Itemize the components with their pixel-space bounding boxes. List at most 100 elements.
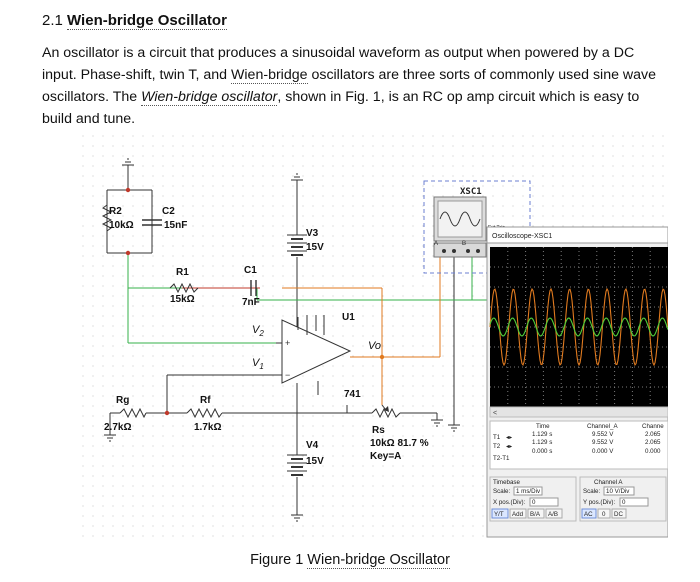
readout-row-t2: T2 ◂▸ 1.129 s 9.552 V 2.065: [493, 439, 661, 450]
para-text-2: oscillators are three sorts of commonly …: [42, 67, 657, 105]
section-heading: 2.1 Wien-bridge Oscillator: [42, 12, 227, 30]
ypos-field[interactable]: [619, 497, 649, 507]
svg-text:9.552 V: 9.552 V: [592, 431, 614, 438]
svg-text:AC: AC: [584, 511, 593, 518]
ground-symbol-rg: [104, 434, 116, 442]
channel-scale-field[interactable]: [603, 486, 635, 496]
v3-name: V3: [306, 228, 319, 239]
ground-symbol-top: [122, 158, 134, 166]
resistor-rf: [186, 407, 223, 419]
svg-text:B/A: B/A: [530, 511, 541, 518]
scroll-left-icon[interactable]: <: [493, 410, 497, 417]
timebase-scale-field[interactable]: [513, 486, 543, 496]
capacitor-c1: [250, 280, 257, 296]
svg-text:T2: T2: [493, 443, 501, 450]
c1-name: C1: [244, 265, 257, 276]
c1-value: 7nF: [242, 297, 260, 308]
rf-name: Rf: [200, 395, 211, 406]
u1-name: U1: [342, 312, 355, 323]
xpos-label: X pos.(Div):: [493, 499, 526, 506]
channel-a-title: Channel A: [594, 479, 623, 486]
potentiometer-rs: [371, 404, 401, 419]
resistor-r2: [101, 204, 113, 232]
capacitor-c2: [142, 219, 162, 226]
c2-value: 15nF: [164, 220, 187, 231]
v2-label: V2: [252, 324, 264, 338]
svg-text:2.065: 2.065: [645, 431, 661, 438]
scope-scrollbar[interactable]: [489, 406, 668, 418]
svg-text:DC: DC: [614, 511, 623, 518]
scope-window-title: Oscilloscope-XSC1: [492, 233, 552, 240]
timebase-mode-buttons: Y/T Add B/A A/B: [491, 508, 563, 519]
svg-text:Add: Add: [512, 511, 524, 518]
timebase-scale-label: Scale:: [493, 488, 510, 495]
svg-text:T1: T1: [493, 434, 501, 441]
dc-button[interactable]: [611, 508, 627, 519]
ground-symbol-scope: [448, 424, 460, 432]
svg-text:0.000 s: 0.000 s: [532, 448, 552, 455]
ba-button[interactable]: [527, 508, 545, 519]
dc-source-v4: [287, 454, 307, 476]
svg-text:0: 0: [602, 511, 606, 518]
r2-value: 10kΩ: [109, 220, 134, 231]
xsc1-label: XSC1: [460, 187, 482, 197]
ground-symbol-v4: [291, 514, 303, 522]
svg-text:2.065: 2.065: [645, 439, 661, 446]
r1-value: 15kΩ: [170, 294, 195, 305]
coupling-buttons: AC 0 DC: [581, 508, 627, 519]
r1-name: R1: [176, 267, 189, 278]
xpos-value: 0: [532, 499, 536, 506]
pin-a-label: A: [434, 241, 438, 247]
rf-value: 1.7kΩ: [194, 422, 221, 433]
add-button[interactable]: [509, 508, 527, 519]
timebase-title: Timebase: [493, 479, 520, 486]
ypos-value: 0: [622, 499, 626, 506]
v4-value: 15V: [306, 456, 324, 467]
xsc1-instrument[interactable]: [423, 180, 531, 274]
figure-caption: Figure 1 Wien-bridge Oscillator: [0, 552, 700, 569]
para-text-3: , shown in Fig. 1, is an RC op amp circu…: [42, 89, 640, 127]
ypos-label: Y pos.(Div):: [583, 499, 615, 506]
pin-b-label: B: [462, 241, 466, 247]
r2-name: R2: [109, 206, 122, 217]
rs-name: Rs: [372, 425, 385, 436]
c2-name: C2: [162, 206, 175, 217]
channel-scale-value: 10 V/Div: [606, 488, 630, 495]
col-channel-a: Channel_A: [587, 423, 618, 430]
intro-paragraph: An oscillator is a circuit that produces…: [42, 42, 672, 130]
xpos-field[interactable]: [529, 497, 559, 507]
resistor-r1: [169, 282, 199, 294]
svg-text:−: −: [285, 370, 290, 380]
section-number: 2.1: [42, 12, 63, 29]
ground-symbol-rs: [431, 419, 443, 427]
caption-prefix: Figure 1: [250, 552, 308, 568]
rs-key: Key=A: [370, 451, 401, 462]
readout-row-t1: T1 ◂▸ 1.129 s 9.552 V 2.065: [493, 431, 661, 441]
rg-value: 2.7kΩ: [104, 422, 131, 433]
readout-row-delta: T2-T1 0.000 s 0.000 V 0.000: [493, 448, 661, 462]
zero-button[interactable]: [597, 508, 611, 519]
ab-button[interactable]: [545, 508, 563, 519]
trace-channel-b: [489, 317, 668, 337]
ac-button[interactable]: [581, 508, 597, 519]
trace-channel-a: [489, 287, 668, 367]
oscilloscope-window[interactable]: <: [486, 226, 668, 538]
yt-button[interactable]: [491, 508, 509, 519]
section-title: Wien-bridge Oscillator: [67, 12, 227, 30]
scope-traces: [489, 287, 668, 367]
cursor-arrows-icon: ◂▸: [506, 443, 512, 450]
svg-text:9.552 V: 9.552 V: [592, 439, 614, 446]
v3-value: 15V: [306, 242, 324, 253]
para-term-wien-bridge: Wien-bridge: [231, 67, 308, 84]
timebase-scale-value: 1 ms/Div: [516, 488, 541, 495]
svg-text:0.000 V: 0.000 V: [592, 448, 614, 455]
svg-text:A/B: A/B: [548, 511, 558, 518]
svg-text:T2-T1: T2-T1: [493, 455, 510, 462]
svg-text:1.129 s: 1.129 s: [532, 439, 552, 446]
svg-text:1.129 s: 1.129 s: [532, 431, 552, 438]
v1-label: V1: [252, 357, 264, 371]
para-text-1: An oscillator is a circuit that produces…: [42, 45, 635, 83]
para-term-wien-bridge-oscillator: Wien-bridge oscillator: [141, 89, 278, 106]
rg-name: Rg: [116, 395, 129, 406]
opamp-u1: + −: [276, 315, 352, 384]
